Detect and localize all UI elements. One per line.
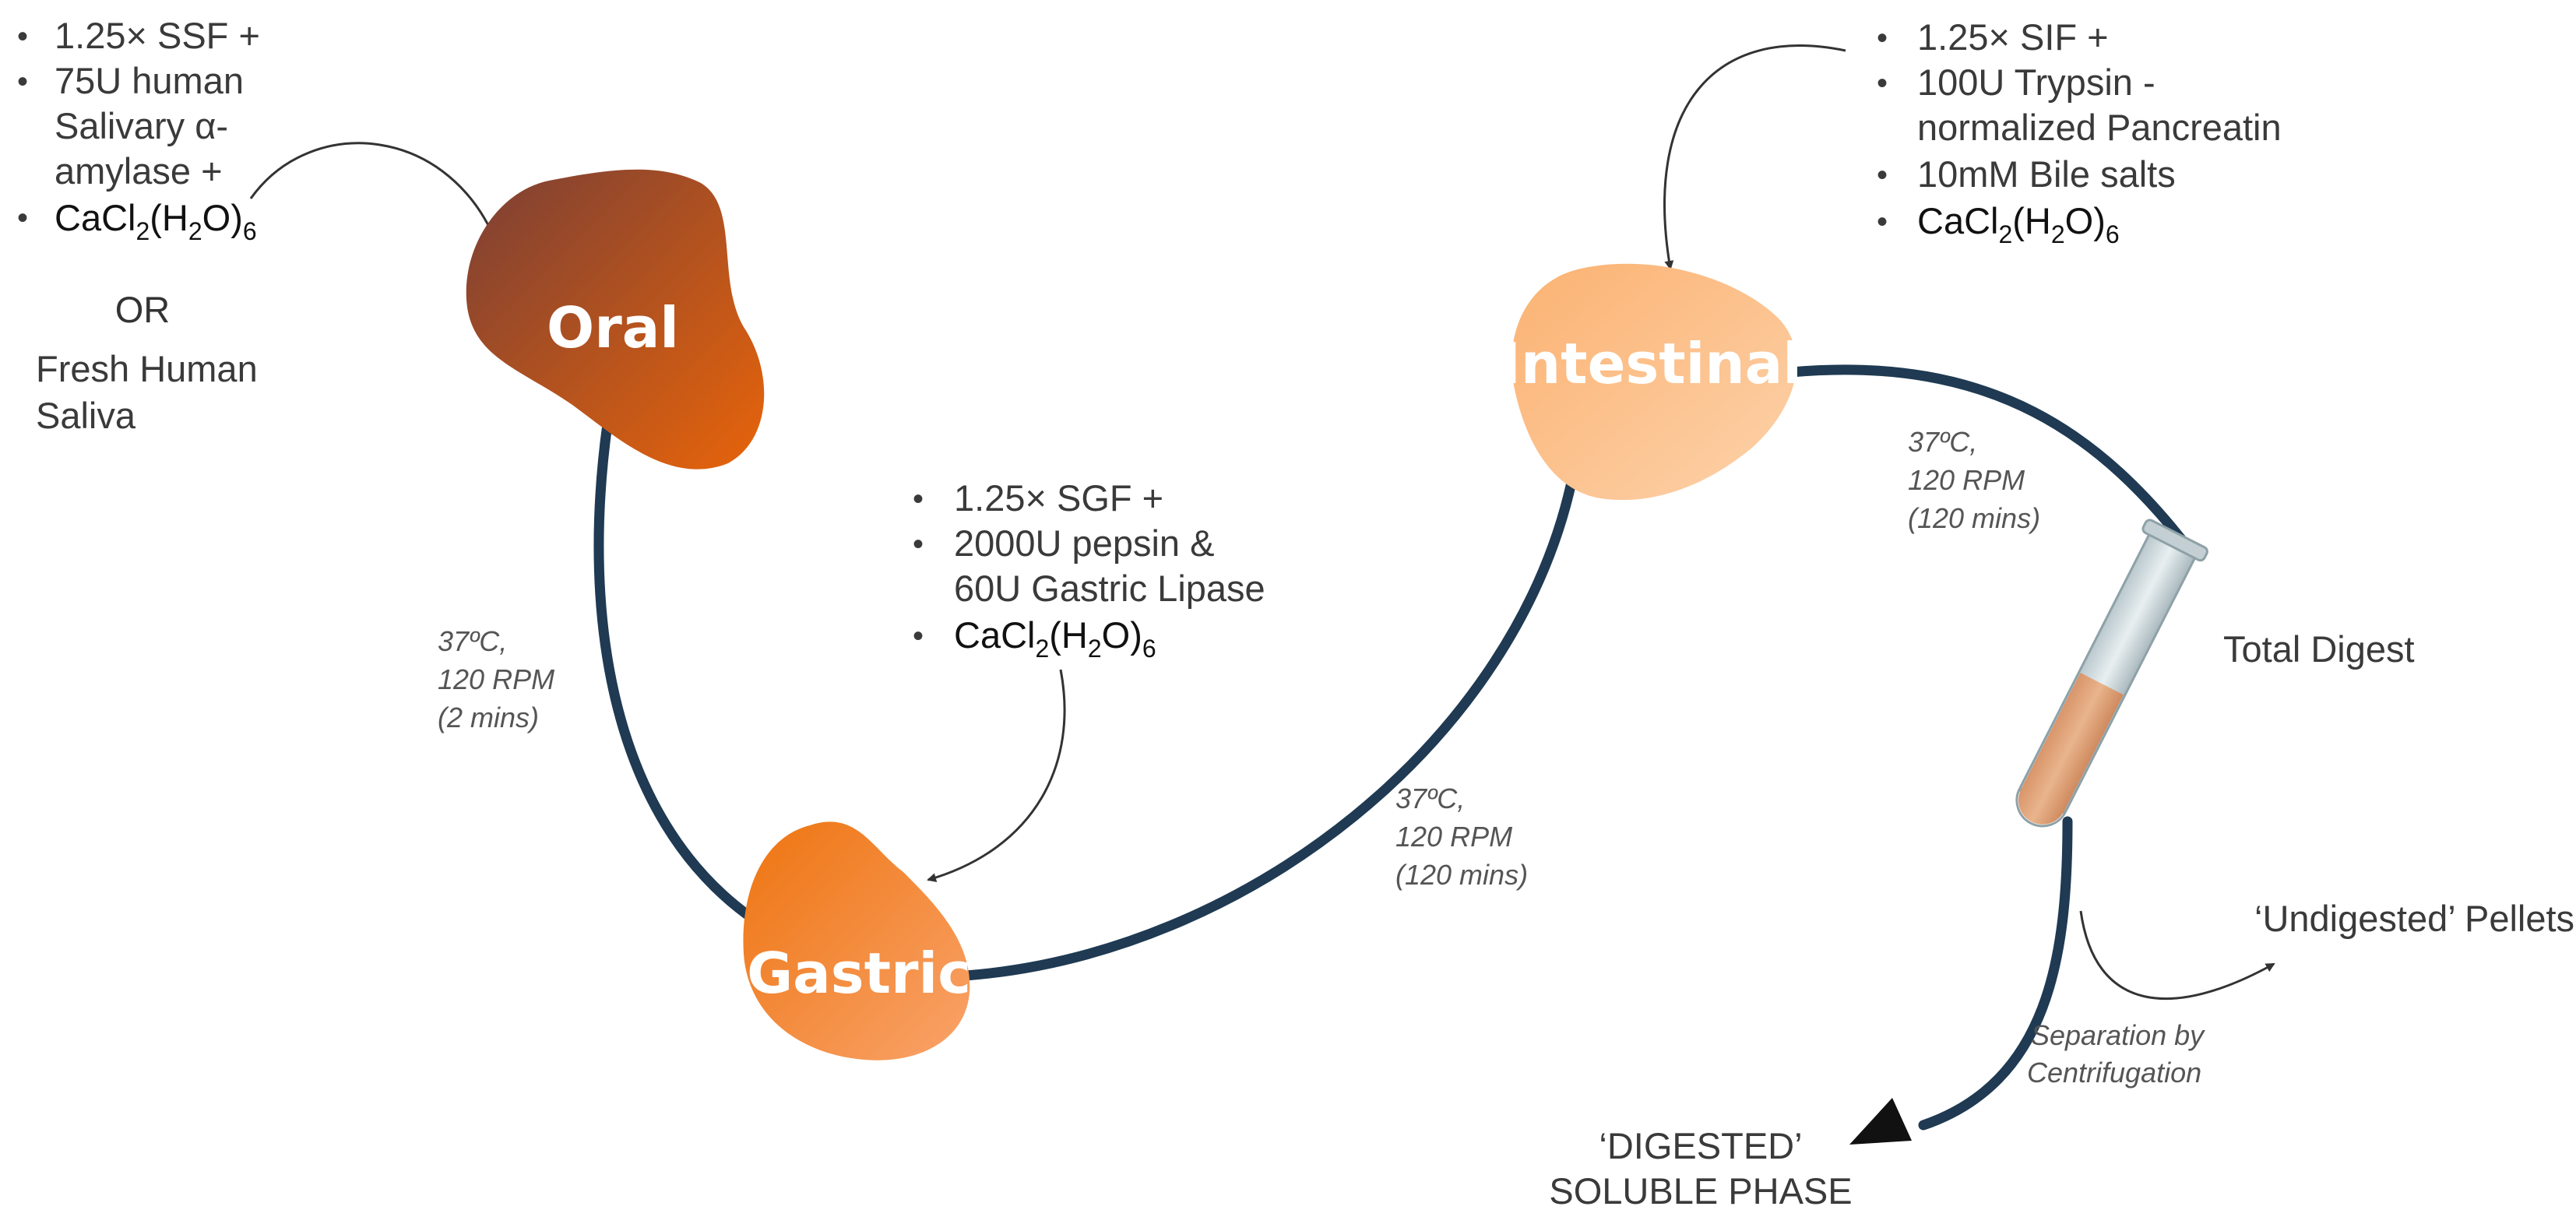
gastric-label: Gastric <box>747 941 971 1006</box>
intestinal-input-1: 1.25× SIF + <box>1917 16 2109 58</box>
path-intestinal-to-digest <box>1786 364 2198 558</box>
intestinal-input-arrow <box>1663 44 1846 270</box>
separation-line-1: Separation by <box>2031 1019 2205 1051</box>
intestinal-input-list: • 1.25× SIF + • 100U Trypsin - normalize… <box>1877 16 2282 248</box>
condition-line: 37ºC, <box>1908 426 1977 458</box>
oral-input-1: 1.25× SSF + <box>55 15 260 56</box>
bullet: • <box>1877 158 1888 192</box>
soluble-phase-arrowhead <box>1849 1098 1912 1145</box>
condition-line: 120 RPM <box>438 663 554 695</box>
condition-line: 120 RPM <box>1395 821 1512 853</box>
bullet: • <box>17 201 28 235</box>
gastric-input-1: 1.25× SGF + <box>954 477 1163 519</box>
intestinal-blob <box>1511 263 1797 501</box>
conditions-oral-gastric: 37ºC, 120 RPM (2 mins) <box>438 625 554 733</box>
path-digest-to-soluble <box>1918 816 2073 1131</box>
bullet: • <box>913 619 924 653</box>
oral-blob <box>466 169 765 470</box>
bullet: • <box>913 482 924 516</box>
total-digest-label: Total Digest <box>2223 628 2415 670</box>
oral-cacl2: CaCl2(H2O)6 <box>55 197 257 245</box>
path-gastric-to-intestinal <box>960 470 1578 981</box>
condition-line: 37ºC, <box>438 625 507 657</box>
digested-line-2: SOLUBLE PHASE <box>1549 1170 1852 1212</box>
alt-input-2: Saliva <box>36 395 136 436</box>
gastric-cacl2: CaCl2(H2O)6 <box>954 614 1156 663</box>
condition-line: (120 mins) <box>1908 502 2040 534</box>
separation-line-2: Centrifugation <box>2027 1057 2201 1089</box>
gastric-input-3: 60U Gastric Lipase <box>954 568 1265 609</box>
intestinal-cacl2: CaCl2(H2O)6 <box>1917 200 2120 248</box>
conditions-intestinal-digest: 37ºC, 120 RPM (120 mins) <box>1908 426 2040 534</box>
bullet: • <box>1877 66 1888 100</box>
gastric-input-2: 2000U pepsin & <box>954 522 1214 564</box>
alt-input-1: Fresh Human <box>36 348 258 389</box>
oral-input-3: Salivary α- <box>55 105 228 146</box>
oral-label: Oral <box>547 295 679 361</box>
intestinal-input-2: 100U Trypsin - <box>1917 62 2155 103</box>
conditions-gastric-intestinal: 37ºC, 120 RPM (120 mins) <box>1395 783 1528 891</box>
condition-line: 120 RPM <box>1908 464 2025 496</box>
or-label: OR <box>115 289 171 330</box>
intestinal-input-4: 10mM Bile salts <box>1917 153 2176 195</box>
oral-input-2: 75U human <box>55 60 244 101</box>
digested-line-1: ‘DIGESTED’ <box>1599 1125 1802 1166</box>
oral-input-list: • 1.25× SSF + • 75U human Salivary α- am… <box>17 15 260 436</box>
intestinal-label: Intestinal <box>1500 331 1802 396</box>
condition-line: (2 mins) <box>438 702 539 733</box>
gastric-input-arrow <box>927 669 1066 882</box>
bullet: • <box>17 65 28 99</box>
intestinal-input-3: normalized Pancreatin <box>1917 107 2282 148</box>
oral-input-4: amylase + <box>55 150 223 192</box>
gastric-input-list: • 1.25× SGF + • 2000U pepsin & 60U Gastr… <box>913 477 1265 663</box>
oral-input-arrow <box>249 142 501 249</box>
path-oral-to-gastric <box>593 419 753 920</box>
bullet: • <box>1877 205 1888 239</box>
undigested-pellets-label: ‘Undigested’ Pellets <box>2254 898 2574 939</box>
undigested-arrow <box>2079 910 2275 1001</box>
test-tube <box>2015 519 2208 828</box>
bullet: • <box>1877 21 1888 55</box>
condition-line: (120 mins) <box>1395 859 1528 891</box>
gastric-blob <box>743 821 970 1060</box>
condition-line: 37ºC, <box>1395 783 1465 814</box>
bullet: • <box>913 527 924 561</box>
bullet: • <box>17 19 28 54</box>
